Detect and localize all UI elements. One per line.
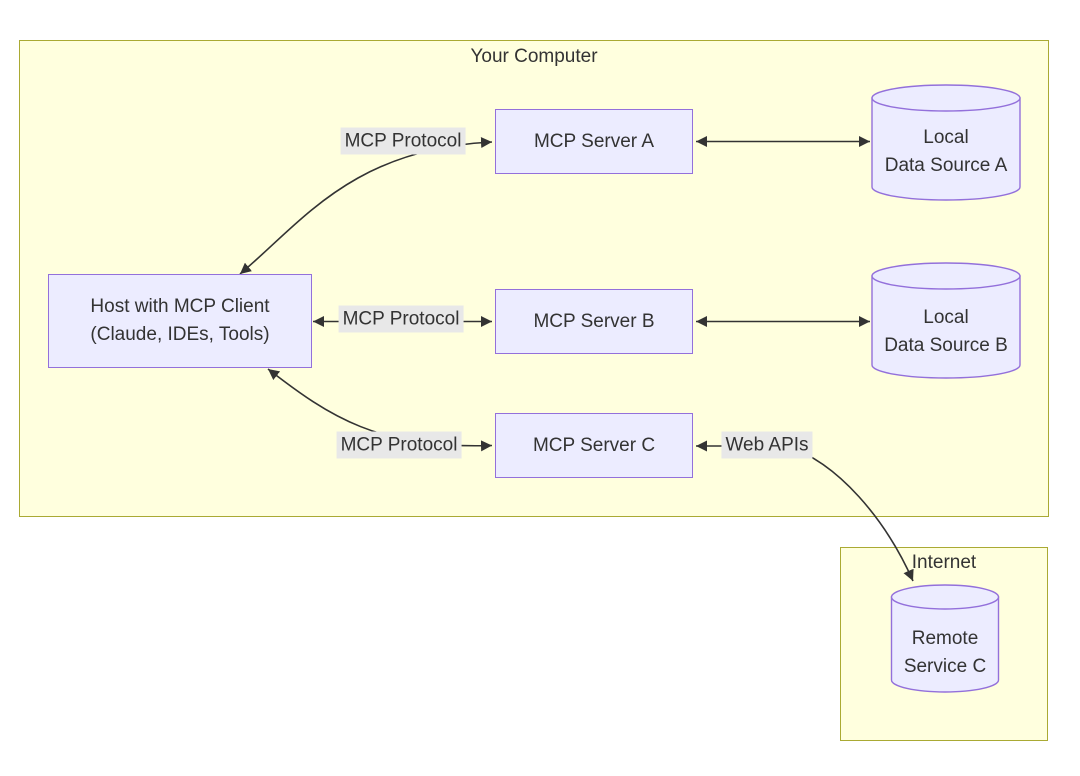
- edge-host-server-a: [239, 137, 493, 275]
- node-mcp-server-c: MCP Server C: [495, 413, 693, 478]
- node-host-label-line1: Host with MCP Client: [90, 296, 270, 317]
- cylinder-local-data-source-b: [871, 262, 1021, 379]
- cylinder-local-data-source-a: [871, 84, 1021, 201]
- edge-label-mcp-protocol-c: MCP Protocol: [336, 431, 462, 459]
- edge-label-mcp-protocol-b: MCP Protocol: [338, 305, 464, 333]
- edge-label-web-apis: Web APIs: [721, 431, 813, 459]
- node-mcp-server-b: MCP Server B: [495, 289, 693, 354]
- edge-label-mcp-protocol-a: MCP Protocol: [340, 127, 466, 155]
- cluster-your-computer-label: Your Computer: [470, 46, 598, 67]
- node-mcp-server-c-label: MCP Server C: [532, 434, 656, 456]
- label-local-data-source-a-line1: Local: [923, 127, 969, 148]
- node-host-label-line2: (Claude, IDEs, Tools): [90, 324, 270, 345]
- label-remote-service-c: Remote Service C: [891, 625, 999, 681]
- cylinder-remote-service-c: [890, 584, 1000, 693]
- label-local-data-source-a-line2: Data Source A: [884, 155, 1008, 176]
- cluster-internet-label: Internet: [911, 552, 977, 573]
- node-host-with-mcp-client: Host with MCP Client (Claude, IDEs, Tool…: [48, 274, 312, 368]
- label-local-data-source-a: Local Data Source A: [872, 124, 1020, 180]
- label-local-data-source-b-line2: Data Source B: [884, 335, 1008, 356]
- node-mcp-server-a-label: MCP Server A: [533, 130, 655, 152]
- node-mcp-server-a: MCP Server A: [495, 109, 693, 174]
- node-mcp-server-b-label: MCP Server B: [533, 310, 655, 332]
- edge-server-c-remote-c: [696, 440, 914, 582]
- label-remote-service-c-line1: Remote: [911, 628, 979, 649]
- label-local-data-source-b: Local Data Source B: [872, 304, 1020, 360]
- label-remote-service-c-line2: Service C: [903, 656, 987, 677]
- label-local-data-source-b-line1: Local: [923, 307, 969, 328]
